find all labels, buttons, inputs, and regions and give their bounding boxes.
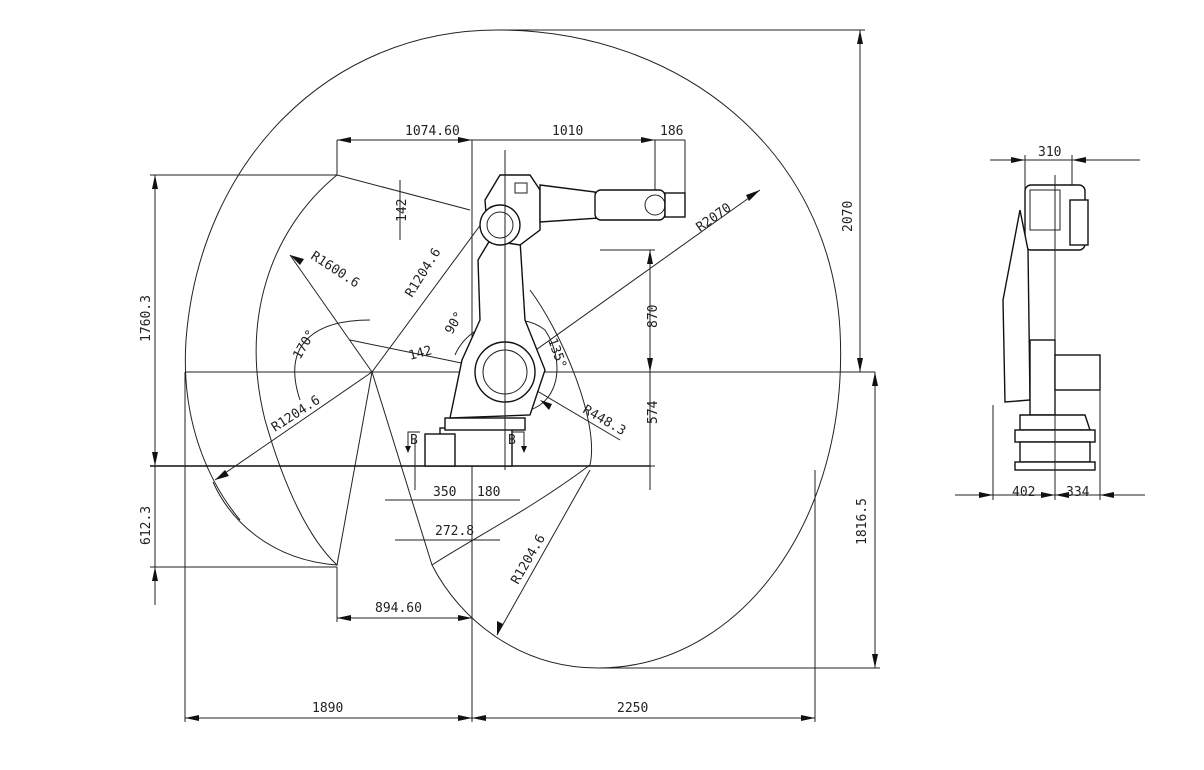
section-markers — [405, 431, 527, 453]
radius-line — [214, 371, 373, 481]
dim-1074-60: 1074.60 — [405, 124, 460, 139]
radius-r1204-6-top: R1204.6 — [403, 246, 445, 300]
section-marker-right: B — [508, 433, 516, 448]
dimension-arrows — [152, 30, 878, 721]
radius-r1204-6-left: R1204.6 — [269, 393, 323, 435]
angle-170: 170° — [290, 327, 319, 362]
dim-1890: 1890 — [312, 701, 343, 716]
dim-272-8: 272.8 — [435, 524, 474, 539]
dim-1760-3: 1760.3 — [139, 295, 154, 342]
dimension-lines — [154, 30, 876, 719]
dim-870: 870 — [646, 305, 661, 328]
dim-894-60: 894.60 — [375, 601, 422, 616]
dim-574: 574 — [646, 400, 661, 424]
radius-line — [504, 189, 761, 373]
angle-90: 90° — [442, 309, 467, 337]
dim-186: 186 — [660, 124, 683, 139]
side-dim-334: 334 — [1066, 485, 1090, 500]
side-dim-310: 310 — [1038, 145, 1061, 160]
dim-180: 180 — [477, 485, 500, 500]
radius-line — [371, 211, 491, 373]
dim-142-small: 142 — [407, 343, 434, 364]
radius-r2070: R2070 — [694, 201, 735, 236]
robot-front-view — [424, 150, 686, 470]
dim-1816-5: 1816.5 — [855, 498, 870, 545]
radius-line — [496, 469, 591, 636]
radius-line — [289, 254, 373, 373]
dim-2250: 2250 — [617, 701, 648, 716]
section-marker-left: B — [410, 433, 418, 448]
dim-142-vertical: 142 — [395, 199, 410, 222]
side-dim-402: 402 — [1012, 485, 1035, 500]
dim-612-3: 612.3 — [139, 506, 154, 545]
robot-side-view — [955, 155, 1145, 500]
radius-r1600-6: R1600.6 — [308, 249, 362, 291]
dim-2070: 2070 — [841, 201, 856, 232]
dim-350: 350 — [433, 485, 456, 500]
dim-1010: 1010 — [552, 124, 583, 139]
angle-135: 135° — [544, 336, 569, 371]
